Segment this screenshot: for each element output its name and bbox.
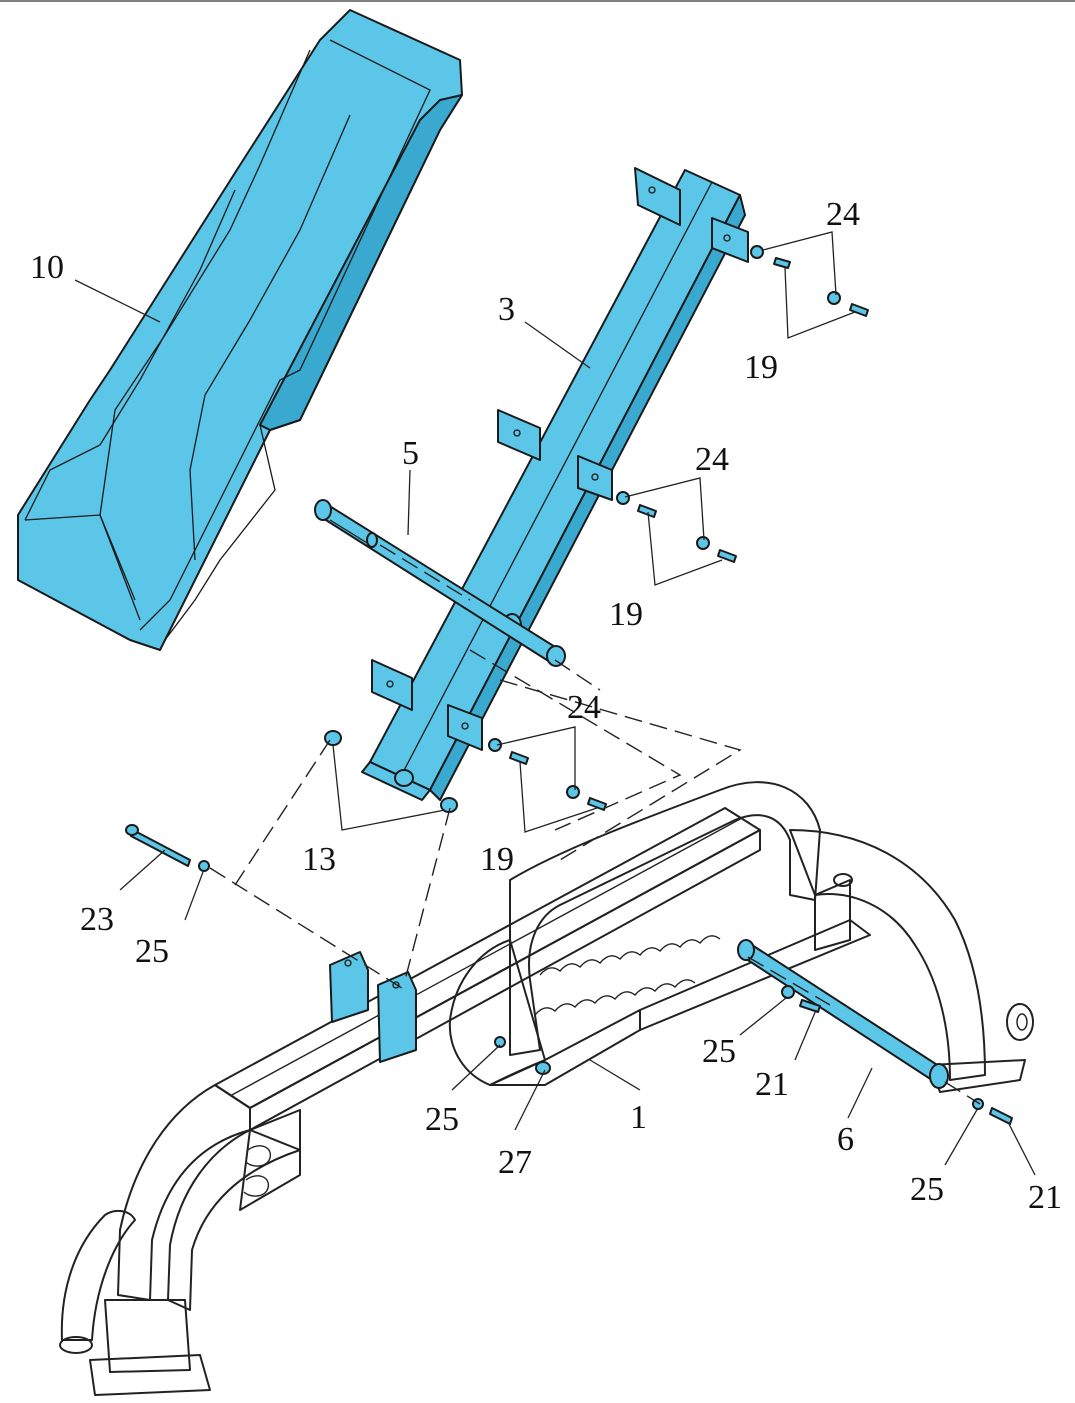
callout-10: 10 (30, 249, 64, 286)
callout-6: 6 (837, 1121, 854, 1158)
callout-19: 19 (609, 596, 643, 633)
callout-24: 24 (567, 689, 601, 726)
assembly-dashed-lines (209, 649, 981, 1105)
seat-pad-part-10 (17, 9, 463, 651)
callout-1: 1 (630, 1099, 647, 1136)
frame-mount-tabs (329, 951, 417, 1063)
hardware-set (125, 245, 1013, 1125)
callout-25: 25 (135, 933, 169, 970)
backrest-tube-part-3 (361, 167, 749, 801)
callout-19: 19 (480, 841, 514, 878)
callout-21: 21 (755, 1066, 789, 1103)
callout-25: 25 (702, 1033, 736, 1070)
callout-13: 13 (302, 841, 336, 878)
callout-24: 24 (695, 441, 729, 478)
callout-25: 25 (425, 1101, 459, 1138)
callout-24: 24 (826, 196, 860, 233)
callout-labels: 10 3 24 19 5 24 19 24 13 19 23 25 25 21 … (30, 196, 1062, 1216)
main-frame-part-1 (59, 781, 1034, 1396)
callout-5: 5 (402, 435, 419, 472)
cross-tube-part-6 (737, 939, 949, 1089)
callout-21: 21 (1028, 1179, 1062, 1216)
callout-19: 19 (744, 349, 778, 386)
callout-27: 27 (498, 1144, 532, 1181)
leader-lines (74, 231, 1036, 1176)
callout-3: 3 (498, 291, 515, 328)
callout-23: 23 (80, 901, 114, 938)
callout-25: 25 (910, 1171, 944, 1208)
axle-shaft-part-5 (314, 499, 566, 667)
